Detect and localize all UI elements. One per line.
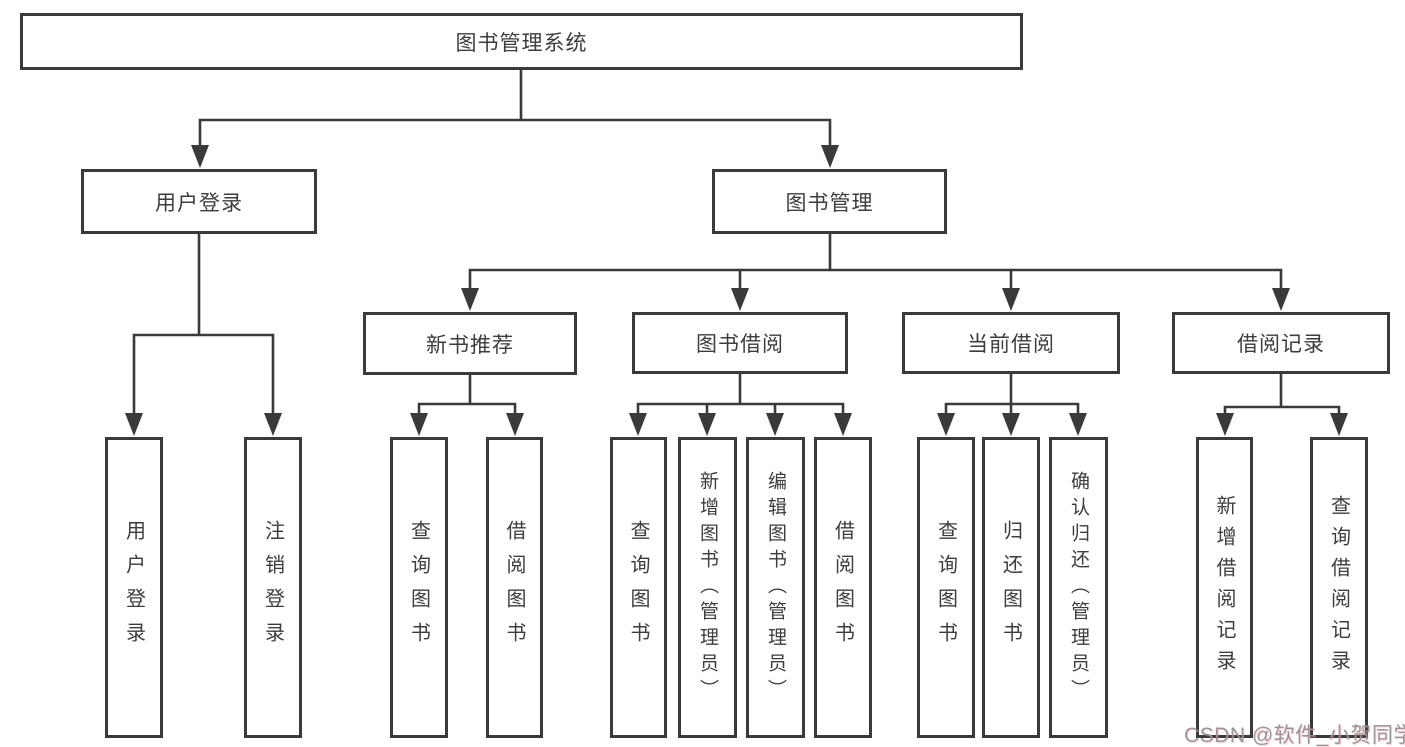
arrow-icon: [834, 413, 852, 436]
leaf-user-login-label: 用户登录: [122, 519, 145, 656]
leaf-logout-label: 注销登录: [261, 519, 284, 656]
arrow-icon: [1002, 288, 1020, 311]
node-current-borrow-label: 当前借阅: [967, 333, 1055, 356]
node-book-borrow-label: 图书借阅: [696, 333, 784, 356]
node-user-login: 用户登录: [81, 169, 317, 234]
leaf-return-books-label: 归还图书: [999, 519, 1022, 656]
leaf-add-borrow-record-label: 新增借阅记录: [1213, 494, 1235, 681]
leaf-add-books-admin: 新增图书（管理员）: [678, 437, 737, 738]
node-book-borrow: 图书借阅: [632, 312, 848, 374]
arrow-icon: [698, 413, 716, 436]
arrow-icon: [731, 288, 749, 311]
node-user-login-label: 用户登录: [155, 191, 243, 215]
arrow-icon: [461, 288, 479, 311]
leaf-query-books-1-label: 查询图书: [407, 519, 430, 656]
leaf-query-borrow-record: 查询借阅记录: [1310, 437, 1368, 738]
watermark: CSDN @软件_小贺同学: [1184, 724, 1405, 747]
leaf-borrow-books-2: 借阅图书: [814, 437, 872, 738]
node-root-label: 图书管理系统: [455, 31, 588, 55]
leaf-edit-books-admin-label: 编辑图书（管理员）: [765, 470, 786, 705]
leaf-user-login: 用户登录: [105, 437, 163, 738]
node-new-book-recommend-label: 新书推荐: [426, 333, 514, 357]
node-book-management-label: 图书管理: [785, 191, 874, 215]
leaf-add-books-admin-label: 新增图书（管理员）: [697, 470, 718, 705]
leaf-edit-books-admin: 编辑图书（管理员）: [746, 437, 805, 738]
arrow-icon: [410, 413, 428, 436]
leaf-add-borrow-record: 新增借阅记录: [1196, 437, 1253, 738]
leaf-query-books-1: 查询图书: [390, 437, 448, 738]
node-current-borrow: 当前借阅: [902, 312, 1120, 374]
arrow-icon: [1330, 413, 1348, 436]
arrow-icon: [766, 413, 784, 436]
node-borrow-records: 借阅记录: [1172, 312, 1390, 374]
node-book-management: 图书管理: [712, 169, 947, 234]
node-borrow-records-label: 借阅记录: [1237, 333, 1325, 356]
arrow-icon: [1002, 413, 1020, 436]
leaf-logout: 注销登录: [244, 437, 302, 738]
arrow-icon: [1272, 288, 1290, 311]
arrow-icon: [125, 413, 143, 436]
leaf-borrow-books-1: 借阅图书: [486, 437, 543, 738]
leaf-query-borrow-record-label: 查询借阅记录: [1327, 494, 1350, 681]
arrow-icon: [937, 413, 955, 436]
arrow-icon: [506, 413, 524, 436]
leaf-borrow-books-2-label: 借阅图书: [831, 519, 854, 656]
arrow-icon: [821, 145, 839, 168]
node-root: 图书管理系统: [20, 13, 1023, 70]
leaf-confirm-return-admin: 确认归还（管理员）: [1049, 437, 1108, 738]
leaf-query-books-3-label: 查询图书: [934, 519, 957, 656]
arrow-icon: [1069, 413, 1087, 436]
arrow-icon: [629, 413, 647, 436]
node-new-book-recommend: 新书推荐: [363, 312, 577, 375]
leaf-borrow-books-1-label: 借阅图书: [503, 519, 525, 656]
arrow-icon: [1216, 413, 1234, 436]
leaf-confirm-return-admin-label: 确认归还（管理员）: [1068, 470, 1089, 705]
leaf-query-books-3: 查询图书: [917, 437, 975, 738]
leaf-query-books-2: 查询图书: [610, 437, 667, 738]
arrow-icon: [191, 145, 209, 168]
leaf-query-books-2-label: 查询图书: [627, 519, 649, 656]
arrow-icon: [264, 413, 282, 436]
leaf-return-books: 归还图书: [982, 437, 1040, 738]
